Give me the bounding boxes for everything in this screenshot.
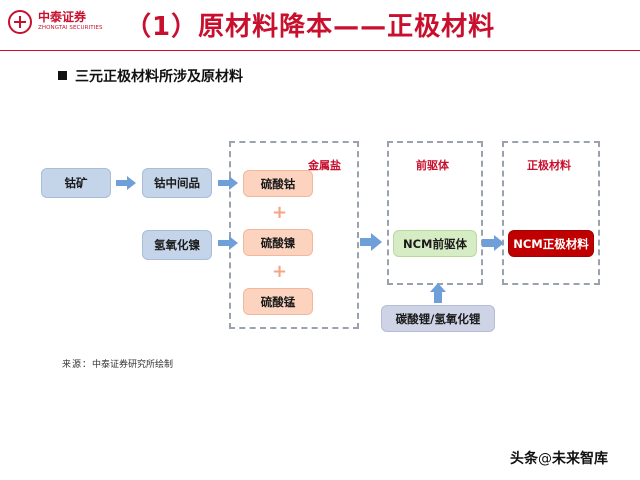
logo-mark-icon (8, 10, 32, 34)
group-label-cathode: 正极材料 (527, 159, 571, 172)
title-divider (0, 50, 640, 51)
node-ncm-cathode: NCM正极材料 (508, 230, 594, 257)
company-logo: 中泰证券 ZHONGTAI SECURITIES (8, 8, 128, 40)
page-title: （1）原材料降本——正极材料 (125, 12, 496, 42)
arrow-intermediate-to-cobalt-sulfate-icon (218, 176, 238, 190)
logo-chinese-name: 中泰证券 (38, 10, 87, 24)
source-text: 中泰证券研究所绘制 (92, 360, 174, 370)
node-nickel-sulfate: 硫酸镍 (243, 229, 313, 256)
node-manganese-sulfate: 硫酸锰 (243, 288, 313, 315)
watermark-prefix: 头条 (510, 451, 538, 467)
node-ncm-precursor: NCM前驱体 (393, 230, 477, 257)
arrow-hydroxide-to-nickel-sulfate-icon (218, 236, 238, 250)
group-label-precursor: 前驱体 (416, 159, 449, 172)
logo-english-name: ZHONGTAI SECURITIES (38, 25, 103, 31)
section-heading: 三元正极材料所涉及原材料 (58, 66, 243, 86)
source-label: 来源： (62, 360, 93, 370)
arrow-salts-to-precursor-icon (360, 233, 382, 251)
slide-header: 中泰证券 ZHONGTAI SECURITIES （1）原材料降本——正极材料 (0, 0, 640, 50)
square-bullet-icon (58, 71, 67, 80)
node-cobalt-sulfate: 硫酸钴 (243, 170, 313, 197)
watermark: 头条@未来智库 (510, 448, 608, 468)
node-cobalt-intermediate: 钴中间品 (142, 168, 212, 198)
arrow-lithium-to-precursor-icon (430, 283, 446, 303)
plus-icon-1: + (272, 202, 288, 223)
source-note: 来源：中泰证券研究所绘制 (62, 357, 173, 370)
plus-icon-2: + (272, 261, 288, 282)
group-label-metal-salt: 金属盐 (308, 159, 341, 172)
group-cathode (502, 141, 600, 285)
arrow-precursor-to-cathode-icon (482, 235, 504, 251)
node-lithium-salts: 碳酸锂/氢氧化锂 (381, 305, 495, 332)
watermark-name: 未来智库 (552, 451, 608, 467)
group-precursor (387, 141, 483, 285)
group-metal-salt (229, 141, 359, 329)
node-cobalt-ore: 钴矿 (41, 168, 111, 198)
arrow-ore-to-intermediate-icon (116, 176, 136, 190)
node-nickel-hydroxide: 氢氧化镍 (142, 230, 212, 260)
watermark-at: @ (538, 451, 552, 467)
section-heading-text: 三元正极材料所涉及原材料 (75, 69, 243, 85)
